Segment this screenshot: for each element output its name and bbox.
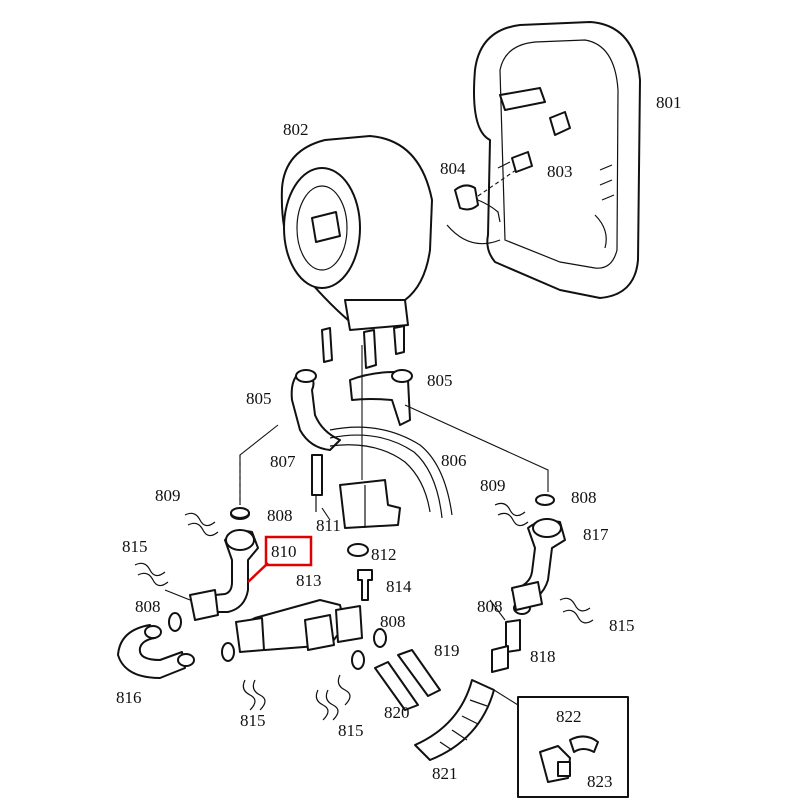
label-815-right: 815 bbox=[609, 616, 635, 635]
label-811: 811 bbox=[316, 516, 341, 535]
label-802: 802 bbox=[283, 120, 309, 139]
part-wiring bbox=[311, 426, 453, 519]
part-hose-right bbox=[349, 369, 413, 426]
label-818: 818 bbox=[530, 647, 556, 666]
label-805-left: 805 bbox=[246, 389, 272, 408]
label-819: 819 bbox=[434, 641, 460, 660]
detail-box bbox=[517, 696, 629, 798]
label-808-left: 808 bbox=[135, 597, 161, 616]
label-814: 814 bbox=[386, 577, 412, 596]
label-815-bottom-center: 815 bbox=[338, 721, 364, 740]
label-817: 817 bbox=[583, 525, 609, 544]
part-clips-809 bbox=[184, 502, 529, 537]
label-809-right: 809 bbox=[480, 476, 506, 495]
part-clips-815 bbox=[134, 562, 594, 721]
part-clip-804 bbox=[446, 169, 517, 245]
part-elbow-817 bbox=[511, 518, 566, 611]
label-809-left: 809 bbox=[155, 486, 181, 505]
highlight-810 bbox=[247, 535, 313, 583]
part-bracket-811 bbox=[339, 479, 401, 529]
label-812: 812 bbox=[371, 545, 397, 564]
label-816: 816 bbox=[116, 688, 142, 707]
part-cover bbox=[473, 21, 641, 299]
part-nipple-818 bbox=[491, 619, 521, 673]
part-labels: 801 802 803 804 805 805 806 807 808 808 … bbox=[116, 93, 682, 791]
part-u-tube-816 bbox=[117, 624, 195, 679]
label-803: 803 bbox=[547, 162, 573, 181]
label-810: 810 bbox=[271, 542, 297, 561]
label-808-left-top: 808 bbox=[267, 506, 293, 525]
label-808-right-top: 808 bbox=[571, 488, 597, 507]
part-screw-803 bbox=[497, 151, 533, 173]
label-813: 813 bbox=[296, 571, 322, 590]
label-815-bottom-left: 815 bbox=[240, 711, 266, 730]
label-820: 820 bbox=[384, 703, 410, 722]
label-808-right: 808 bbox=[477, 597, 503, 616]
label-822: 822 bbox=[556, 707, 582, 726]
leader-lines bbox=[164, 345, 549, 706]
part-hose-821 bbox=[414, 679, 495, 761]
label-807: 807 bbox=[270, 452, 296, 471]
part-pins bbox=[374, 649, 441, 711]
part-tee-813 bbox=[235, 599, 363, 653]
label-821: 821 bbox=[432, 764, 458, 783]
part-boiler bbox=[280, 135, 433, 369]
part-screw-814 bbox=[357, 569, 373, 601]
label-806: 806 bbox=[441, 451, 467, 470]
part-o-rings bbox=[168, 494, 555, 670]
part-washer-812 bbox=[347, 543, 369, 557]
label-815-left: 815 bbox=[122, 537, 148, 556]
label-805-right: 805 bbox=[427, 371, 453, 390]
label-808-center: 808 bbox=[380, 612, 406, 631]
label-801: 801 bbox=[656, 93, 682, 112]
label-823: 823 bbox=[587, 772, 613, 791]
label-804: 804 bbox=[440, 159, 466, 178]
